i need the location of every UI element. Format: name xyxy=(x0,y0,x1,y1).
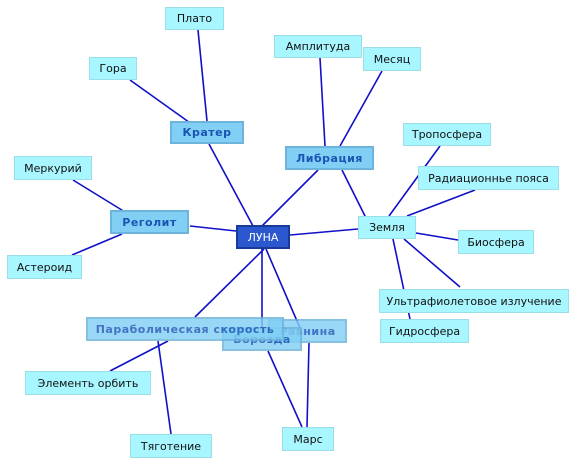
connector-line-parabolic xyxy=(157,340,172,435)
connector-line-center xyxy=(194,248,265,318)
connector-line-krater xyxy=(197,29,208,122)
connector-line-krater xyxy=(129,79,194,126)
leaf-mercury[interactable]: Меркурий xyxy=(14,156,92,180)
connector-line-libration xyxy=(319,57,326,147)
connector-line-regolith xyxy=(72,179,126,213)
leaf-gora[interactable]: Гора xyxy=(89,57,137,80)
connector-line-earth xyxy=(403,238,461,288)
connector-line-center xyxy=(265,248,301,329)
connector-line-center xyxy=(289,228,359,236)
leaf-mars[interactable]: Марс xyxy=(282,427,334,451)
connector-line-earth xyxy=(415,232,459,241)
connector-line-plain xyxy=(306,342,310,428)
connector-line-earth xyxy=(406,189,476,217)
leaf-orbit-element[interactable]: Элементь орбить xyxy=(25,371,151,395)
leaf-amplitude[interactable]: Амплитуда xyxy=(274,35,362,58)
connector-line-earth xyxy=(388,145,441,217)
connector-line-regolith xyxy=(71,233,123,256)
topic-libration[interactable]: Либрация xyxy=(285,146,374,170)
leaf-plato[interactable]: Плато xyxy=(165,7,224,30)
leaf-biosphere[interactable]: Биосфера xyxy=(458,230,534,254)
connector-line-center xyxy=(208,143,254,227)
leaf-gravity[interactable]: Тяготение xyxy=(130,434,212,458)
central-topic-luna[interactable]: ЛУНА xyxy=(236,225,290,249)
topic-krater[interactable]: Кратер xyxy=(170,121,244,144)
connector-line-center xyxy=(261,169,319,227)
leaf-radiation-belts[interactable]: Радиационнье пояса xyxy=(418,166,559,190)
topic-parabolic-velocity[interactable]: Параболическая скорость xyxy=(86,317,284,341)
leaf-ultraviolet-radiation[interactable]: Ультрафиолетовое излучение xyxy=(379,289,569,313)
leaf-month[interactable]: Месяц xyxy=(363,47,421,71)
leaf-hydrosphere[interactable]: Гидросфера xyxy=(380,319,469,343)
leaf-troposphere[interactable]: Тропосфера xyxy=(403,123,491,146)
leaf-earth[interactable]: Земля xyxy=(358,216,416,239)
connector-line-center xyxy=(189,225,237,232)
connector-line-furrow xyxy=(267,350,303,428)
connector-line-libration xyxy=(339,70,383,147)
leaf-asteroid[interactable]: Астероид xyxy=(7,255,82,279)
topic-regolith[interactable]: Реголит xyxy=(110,210,189,234)
connector-line-libration xyxy=(341,169,367,219)
